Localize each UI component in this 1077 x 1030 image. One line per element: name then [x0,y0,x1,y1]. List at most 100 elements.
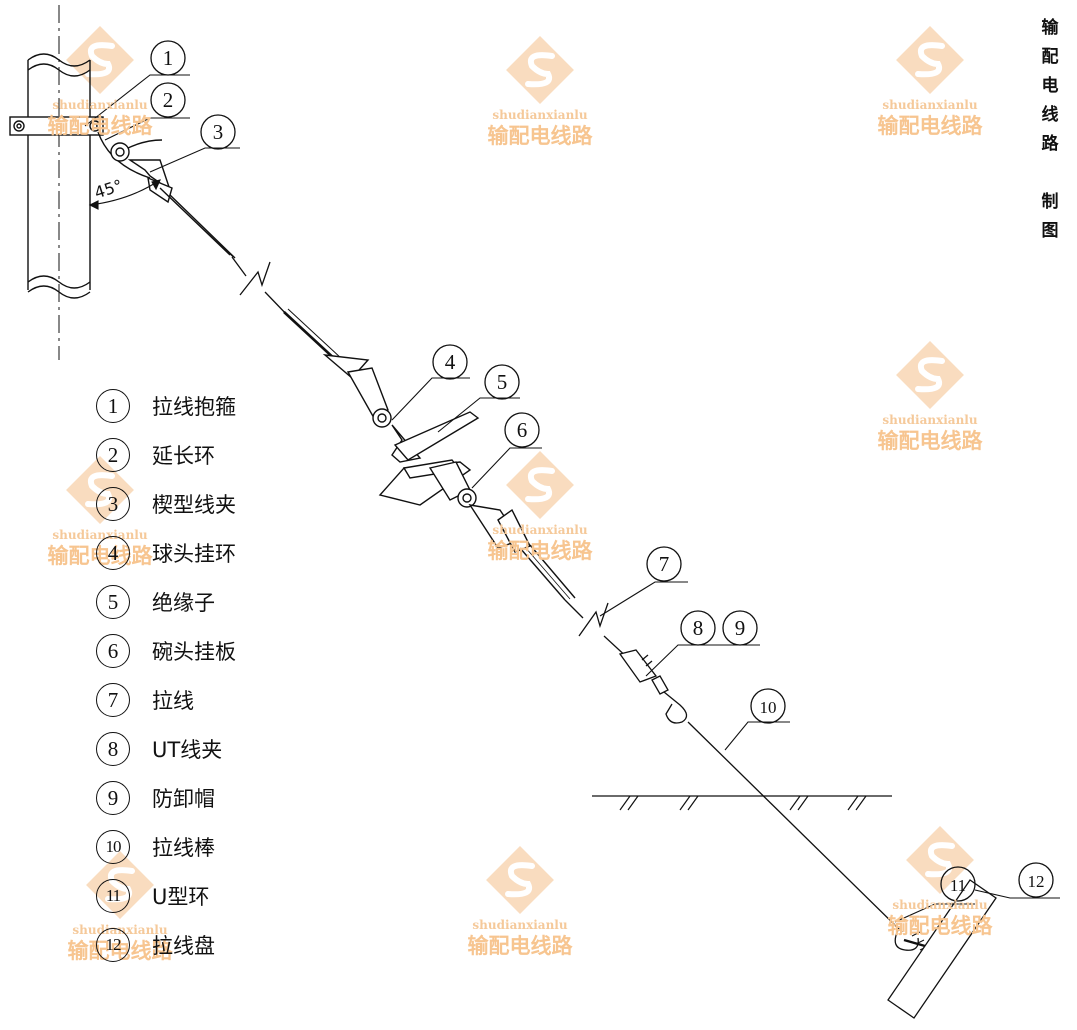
callout-2: 2 [150,82,186,118]
legend-item: 1 拉线抱箍 [96,388,236,424]
callout-10: 10 [750,688,786,724]
callout-number: 11 [950,876,966,895]
callout-circle [200,114,236,150]
legend-number: 4 [96,536,130,570]
legend-number: 8 [96,732,130,766]
callout-circle [150,40,186,76]
legend-number: 2 [96,438,130,472]
callout-number: 12 [1028,872,1045,891]
watermark-logo-icon [896,341,964,409]
legend-label: U型环 [152,885,210,909]
legend-label: 拉线抱箍 [152,395,236,419]
legend-number: 10 [96,830,130,864]
legend-item: 9 防卸帽 [96,780,215,816]
watermark-logo-icon [896,26,964,94]
callout-number: 6 [517,418,528,442]
legend-label: 楔型线夹 [152,493,236,517]
legend-number: 5 [96,585,130,619]
callout-number: 8 [693,616,704,640]
legend-item: 11 U型环 [96,878,209,914]
title-char: 图 [1041,221,1059,241]
legend-item: 7 拉线 [96,682,194,718]
callout-circle [432,344,468,380]
callout-circle [484,364,520,400]
title-char: 配 [1041,47,1059,67]
callout-circle [940,866,976,902]
legend-label: 拉线棒 [152,836,215,860]
watermark-logo-icon [66,26,134,94]
callout-12: 12 [1018,862,1054,898]
ground-line [592,795,892,811]
legend-item: 4 球头挂环 [96,535,236,571]
callout-number: 2 [163,88,174,112]
legend-label: 球头挂环 [152,542,236,566]
legend-label: 拉线 [152,689,194,713]
legend-item: 3 楔型线夹 [96,486,236,522]
legend-label: 绝缘子 [152,591,215,615]
insulator-assembly [322,354,576,601]
callout-5: 5 [484,364,520,400]
guy-rod [663,691,903,933]
legend-number: 1 [96,389,130,423]
guy-hoop-clamp [9,116,104,136]
angle-annotation [88,140,161,210]
callout-circle [150,82,186,118]
callout-circle [750,688,786,724]
callout-number: 3 [213,120,224,144]
callout-3: 3 [200,114,236,150]
title-char: 线 [1041,105,1059,125]
callout-6: 6 [504,412,540,448]
watermark-logos [66,26,974,919]
legend-item: 2 延长环 [96,437,215,473]
callout-circle [646,546,682,582]
legend-label: 碗头挂板 [152,640,236,664]
ut-clamp-and-anti-theft-cap [618,649,669,695]
title-char: 电 [1041,76,1059,96]
callout-circle [680,610,716,646]
callout-9: 9 [722,610,758,646]
legend-item: 6 碗头挂板 [96,633,236,669]
callout-circle [1018,862,1054,898]
callout-number: 5 [497,370,508,394]
legend-number: 11 [96,879,130,913]
title-char: 输 [1041,18,1059,38]
callout-1: 1 [150,40,186,76]
title-char: 制 [1041,192,1059,212]
vertical-title: 输配电线路 制图 [1038,14,1062,246]
callout-4: 4 [432,344,468,380]
legend-number: 3 [96,487,130,521]
callout-7: 7 [646,546,682,582]
title-char [1038,159,1062,188]
u-ring-and-anchor-plate [887,879,997,1019]
legend-label: 拉线盘 [152,934,215,958]
callout-number: 7 [659,552,670,576]
callout-number: 1 [163,46,174,70]
watermark-logo-icon [486,846,554,914]
legend-label: 延长环 [152,444,215,468]
legend-number: 9 [96,781,130,815]
callout-11: 11 [940,866,976,902]
legend-item: 12 拉线盘 [96,927,215,963]
callout-8: 8 [680,610,716,646]
legend-item: 8 UT线夹 [96,731,222,767]
watermark-logo-icon [506,36,574,104]
legend-item: 10 拉线棒 [96,829,215,865]
callout-circle [504,412,540,448]
legend-label: 防卸帽 [152,787,215,811]
legend-number: 12 [96,928,130,962]
callout-circle [722,610,758,646]
callout-number: 10 [760,698,777,717]
callout-number: 9 [735,616,746,640]
watermark-logo-icon [506,451,574,519]
legend-number: 7 [96,683,130,717]
lower-guy-wire [564,599,631,661]
legend-item: 5 绝缘子 [96,584,215,620]
legend-number: 6 [96,634,130,668]
upper-guy-wire [231,256,343,363]
title-char: 路 [1041,134,1059,154]
callout-number: 4 [445,350,456,374]
legend-label: UT线夹 [152,738,223,762]
callout-leaders [84,74,1060,923]
